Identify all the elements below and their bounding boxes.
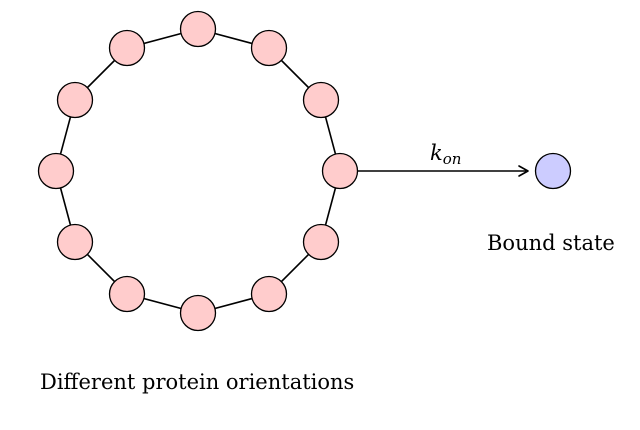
orientation-node <box>179 294 217 332</box>
orientation-node <box>179 10 217 48</box>
orientation-node <box>56 81 94 119</box>
orientation-node <box>302 81 340 119</box>
rate-constant-label: kon <box>430 141 461 168</box>
binding-arrowhead <box>518 165 529 177</box>
orientation-node <box>250 29 288 67</box>
orientation-node <box>302 223 340 261</box>
bound-state-label: Bound state <box>487 231 615 255</box>
orientation-ring-edges <box>55 28 341 314</box>
orientation-node <box>56 223 94 261</box>
orientation-node <box>108 29 146 67</box>
orientation-node <box>321 152 359 190</box>
rate-constant-subscript: on <box>443 150 462 168</box>
rate-constant-symbol: k <box>430 141 443 165</box>
orientations-label: Different protein orientations <box>40 370 354 394</box>
orientation-ring-nodes <box>37 10 359 332</box>
bound-state-node <box>534 152 572 190</box>
orientation-node <box>250 275 288 313</box>
orientation-node <box>108 275 146 313</box>
orientation-node <box>37 152 75 190</box>
